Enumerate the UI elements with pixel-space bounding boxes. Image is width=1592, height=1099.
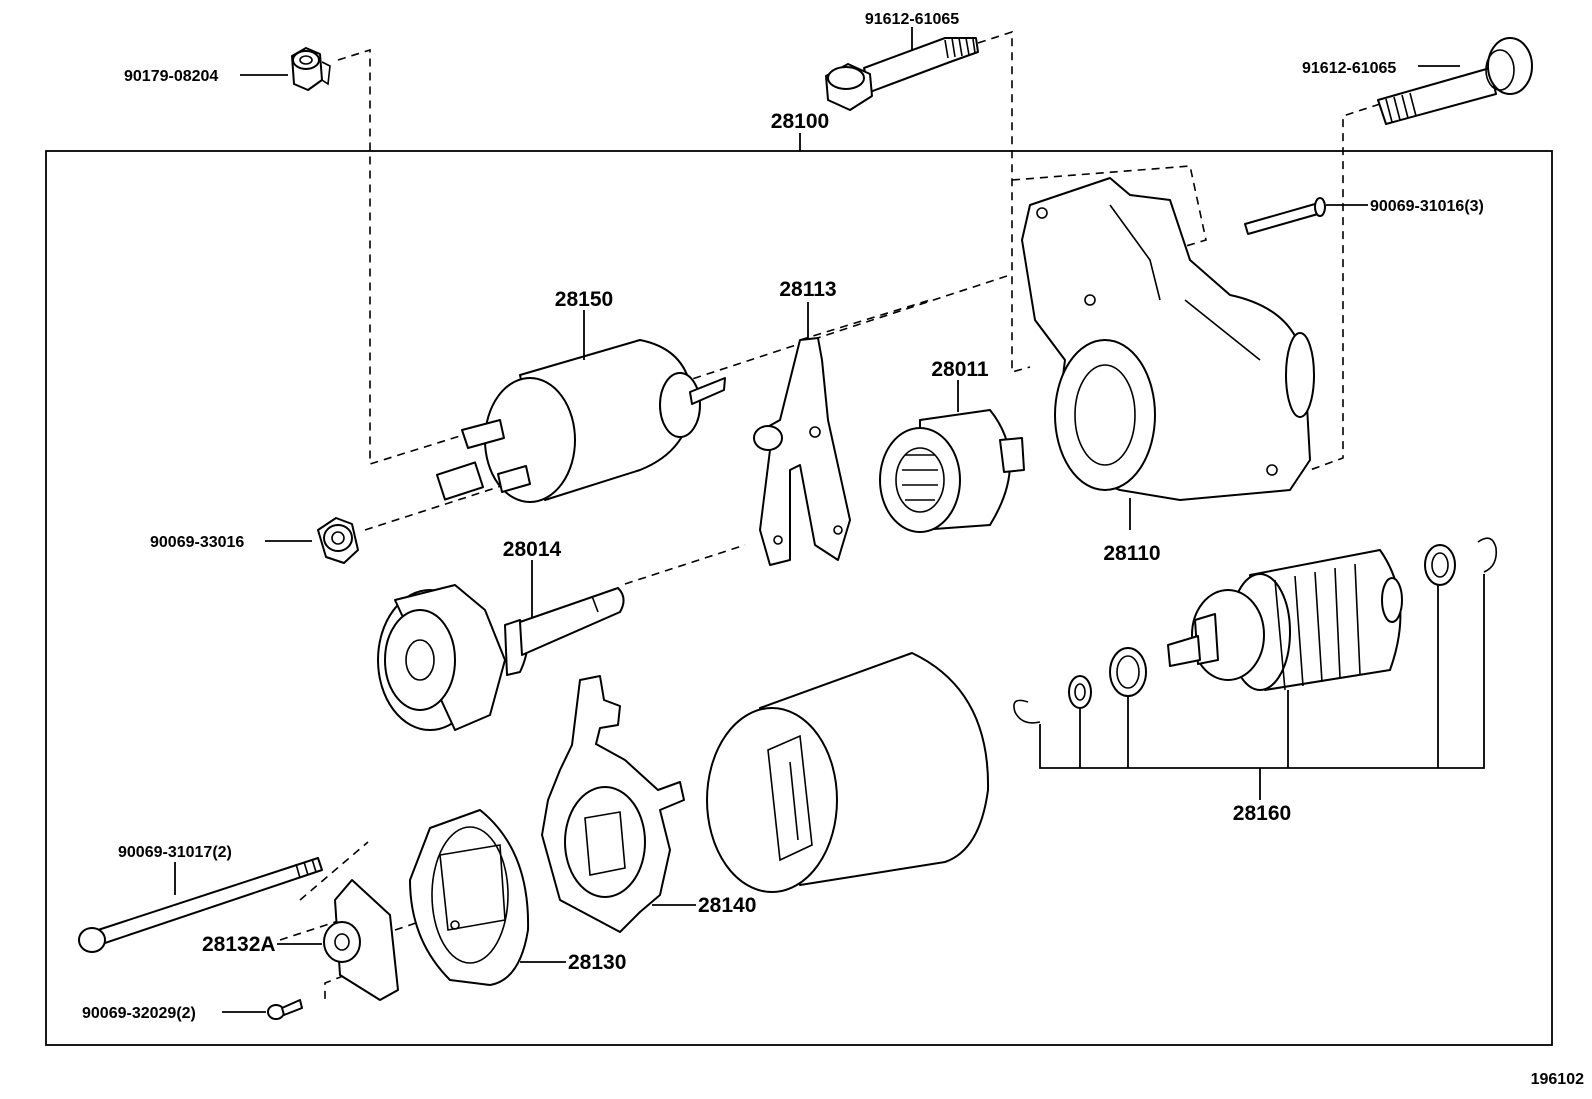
assembly-line-nut-top <box>337 48 461 466</box>
lever-part-icon <box>753 337 851 566</box>
brush-holder-part-icon <box>541 675 685 933</box>
bolt-mid-part-icon <box>825 37 979 111</box>
label-bushing: 28132A <box>202 933 276 956</box>
housing-part-icon <box>1021 177 1315 501</box>
assembly-label: 28100 <box>771 110 829 133</box>
label-armature-kit: 28160 <box>1233 802 1291 825</box>
through-bolt-part-icon <box>78 857 323 953</box>
label-solenoid: 28150 <box>555 288 613 311</box>
label-end-frame: 28130 <box>568 951 626 974</box>
clutch-part-icon <box>879 409 1025 533</box>
end-frame-part-icon <box>409 809 530 986</box>
yoke-part-icon <box>706 652 990 893</box>
bolt-right-part-icon <box>1377 37 1533 125</box>
bushing-part-icon <box>323 879 399 1001</box>
label-bolt-mid: 91612-61065 <box>865 11 959 28</box>
armature-part-icon <box>1167 549 1403 691</box>
assembly-line-bolts-bottom <box>279 841 481 1000</box>
nut-left-part-icon <box>317 517 359 564</box>
label-gear-shaft: 28014 <box>503 538 562 561</box>
label-screw-bottom: 90069-32029(2) <box>82 1005 196 1022</box>
label-screw-right: 90069-31016(3) <box>1370 198 1484 215</box>
assembly-line-shaft <box>624 299 931 585</box>
label-brush-holder: 28140 <box>698 894 756 917</box>
gear-shaft-part-icon <box>377 584 625 731</box>
screw-right-part-icon <box>1244 197 1326 235</box>
washer-ring-icons <box>1013 537 1498 724</box>
label-clutch: 28011 <box>931 358 989 381</box>
assembly-frame <box>45 150 1553 1046</box>
label-bolt-right: 91612-61065 <box>1302 60 1396 77</box>
label-nut-left: 90069-33016 <box>150 534 244 551</box>
nut-part-icon <box>291 47 331 91</box>
label-lever: 28113 <box>779 278 836 301</box>
assembly-line-bolt-mid <box>679 30 1031 384</box>
label-nut-top: 90179-08204 <box>124 68 218 85</box>
label-through-bolt: 90069-31017(2) <box>118 844 232 861</box>
screw-bottom-part-icon <box>267 999 303 1020</box>
armature-kit-bracket <box>1039 574 1485 800</box>
label-housing: 28110 <box>1103 542 1160 565</box>
figure-code: 196102 <box>1531 1071 1584 1088</box>
assembly-line-bolt-right <box>1309 103 1381 471</box>
solenoid-part-icon <box>435 339 726 503</box>
